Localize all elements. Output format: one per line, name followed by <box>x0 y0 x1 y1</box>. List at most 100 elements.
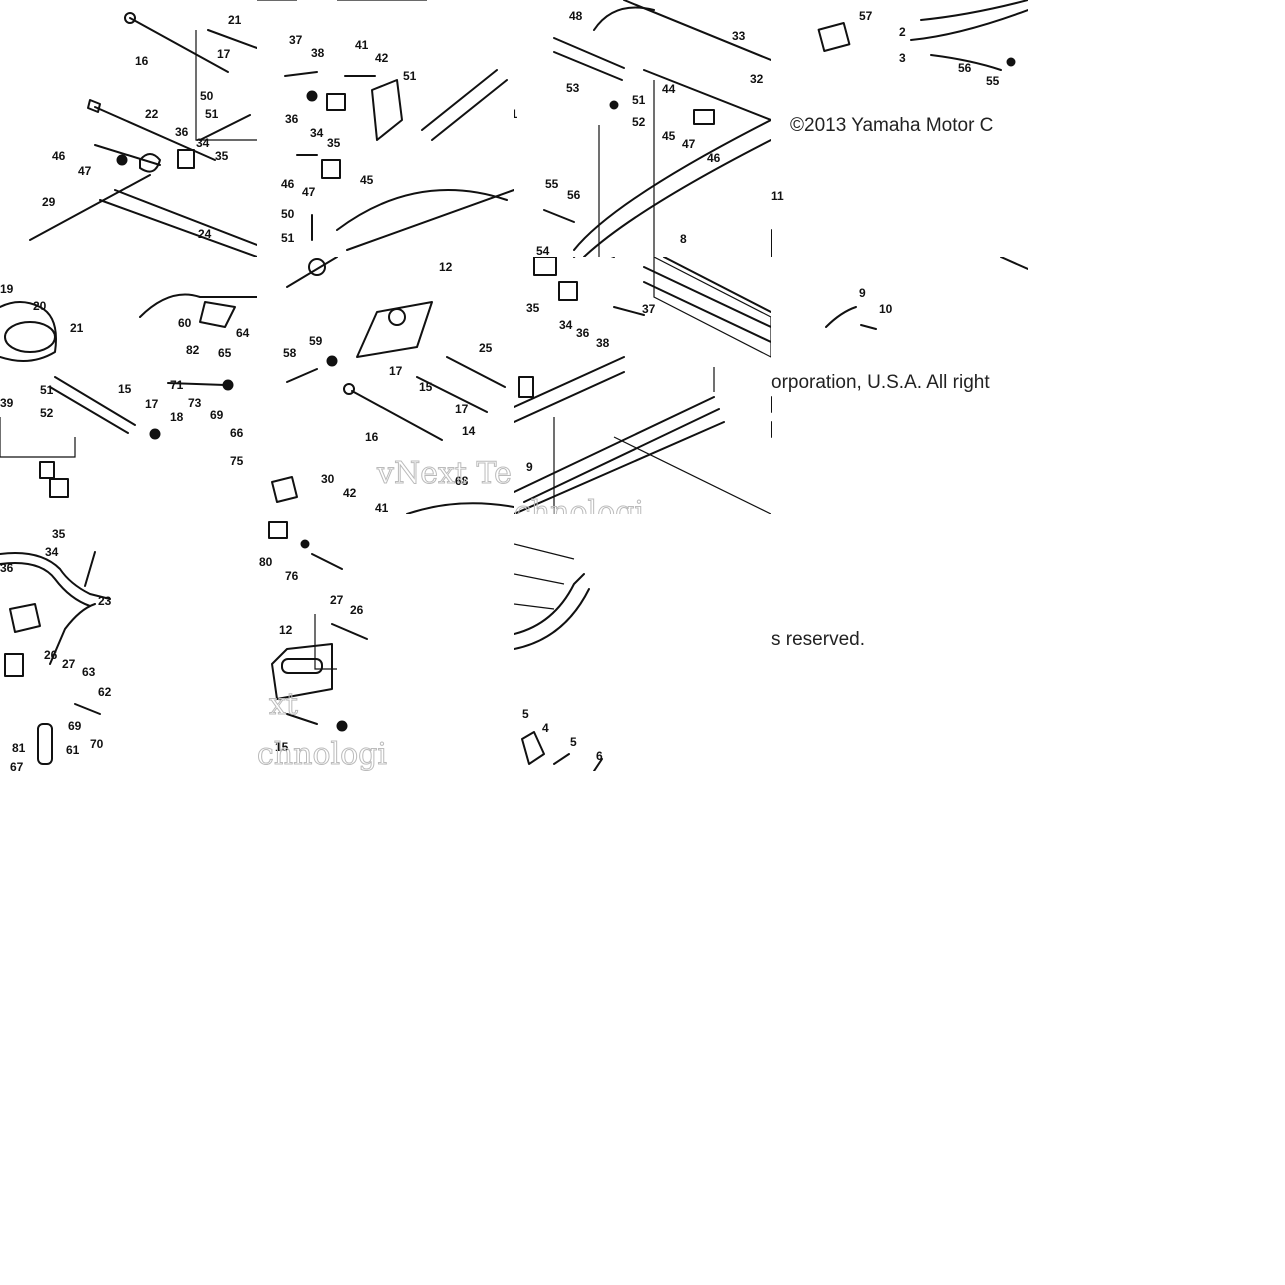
callout: 5 <box>522 707 529 721</box>
leader <box>613 436 771 514</box>
callout: 51 <box>403 69 417 83</box>
callout: 46 <box>52 149 66 163</box>
ski-edge <box>920 0 1028 21</box>
frame-rail <box>623 0 771 61</box>
tile-drawing: 9 10 7 <box>771 257 1028 438</box>
callout: 3 <box>899 51 906 65</box>
callout: 45 <box>360 173 374 187</box>
tile-drawing: 12 58 59 17 15 25 17 14 16 30 42 41 68 v… <box>271 257 514 514</box>
tube <box>431 79 508 141</box>
callout: 10 <box>879 302 893 316</box>
callout: 41 <box>355 38 369 52</box>
callout: 37 <box>289 33 303 47</box>
callout: 35 <box>52 527 66 541</box>
track-edge <box>514 588 590 650</box>
callout: 18 <box>170 410 184 424</box>
shaft <box>207 29 257 49</box>
track-section <box>653 257 771 358</box>
bolt <box>553 753 570 765</box>
shock-body <box>4 321 56 353</box>
bolt-head <box>124 12 136 24</box>
callout: 2 <box>899 25 906 39</box>
bolt-head <box>343 383 355 395</box>
callout: 26 <box>44 648 58 662</box>
callout: 20 <box>33 299 47 313</box>
diagram-tile-r2c1: 80 76 27 26 12 15 chnologi xt <box>257 514 514 771</box>
callout: 69 <box>68 719 82 733</box>
plate <box>346 189 514 251</box>
callout: 51 <box>281 231 295 245</box>
nut <box>222 379 234 391</box>
nut <box>116 154 128 166</box>
shaft <box>416 376 488 413</box>
strap <box>593 6 655 31</box>
callout: 65 <box>218 346 232 360</box>
rod <box>129 17 229 73</box>
bushing <box>268 521 288 539</box>
callout: 42 <box>375 51 389 65</box>
watermark: vNext Te <box>376 456 512 491</box>
tile-drawing: 57 2 3 56 55 11 <box>771 0 1028 257</box>
bolt <box>331 623 368 640</box>
rail <box>99 189 257 257</box>
bolt <box>94 144 161 166</box>
callout: 8 <box>680 232 687 246</box>
diagram-tile-r2c0: 35 34 36 23 26 27 63 62 81 61 69 70 67 <box>0 514 257 771</box>
bolt <box>593 758 603 771</box>
callout: 47 <box>302 185 316 199</box>
tile-drawing: 35 34 36 23 26 27 63 62 81 61 69 70 67 <box>0 527 112 771</box>
callout: 62 <box>98 685 112 699</box>
callout: 75 <box>230 454 244 468</box>
shaft <box>54 376 136 426</box>
bracket <box>518 376 534 398</box>
diagram-tile-r1c2: 79 35 34 36 38 37 54 9 chnologi <box>514 257 771 514</box>
callout: 34 <box>559 318 573 332</box>
rear-arm-bracket <box>271 643 333 700</box>
bushing <box>388 308 406 326</box>
callout: 55 <box>545 177 559 191</box>
callout: 14 <box>462 424 476 438</box>
link-rod <box>49 603 96 665</box>
bolt <box>286 713 318 725</box>
callout: 27 <box>62 657 76 671</box>
nut <box>149 428 161 440</box>
diagram-tile-r0c3: 57 2 3 56 55 11 <box>771 0 1028 257</box>
bracket <box>271 476 298 503</box>
callout: 6 <box>596 749 603 763</box>
bolt <box>284 71 318 77</box>
long-rod <box>351 390 443 441</box>
diagram-tile-r1c3: 9 10 7 <box>771 257 1028 514</box>
diagram-tile-r0c2: 48 53 44 51 52 45 47 46 55 56 54 8 43 47… <box>514 0 771 257</box>
tile-drawing: 80 76 27 26 12 15 chnologi xt <box>257 521 387 771</box>
callout: 15 <box>419 380 433 394</box>
diagram-tile-r2c2: 5 4 5 6 <box>514 514 771 771</box>
callout: 35 <box>526 301 540 315</box>
tile-drawing: 48 53 44 51 52 45 47 46 55 56 54 8 43 47… <box>514 0 771 257</box>
guide-block <box>533 257 557 276</box>
leader-frame <box>314 614 337 670</box>
mount-bracket <box>371 79 403 141</box>
diagram-tile-r0c0: 16 21 17 50 51 22 36 34 35 46 47 29 24 <box>0 0 257 257</box>
slide-rail <box>573 119 771 251</box>
callout: 46 <box>281 177 295 191</box>
cable <box>29 174 151 241</box>
stabilizer-bar <box>139 293 257 318</box>
callout: 24 <box>198 227 212 241</box>
callout: 27 <box>330 593 344 607</box>
tile-drawing: 79 35 34 36 38 37 54 9 chnologi <box>514 257 771 514</box>
callout: 66 <box>230 426 244 440</box>
callout: 67 <box>10 760 24 771</box>
shaft <box>446 356 506 388</box>
rubber-block <box>558 281 578 301</box>
callout: 71 <box>170 378 184 392</box>
cross-tube <box>553 51 623 81</box>
callout: 59 <box>309 334 323 348</box>
callout: 35 <box>215 149 229 163</box>
callout: 54 <box>536 244 550 257</box>
wear-bar <box>930 54 1002 71</box>
copyright-text: s reserved. <box>771 629 865 650</box>
torsion-spring <box>308 258 326 276</box>
shock-mount <box>0 301 57 362</box>
callout: 47 <box>78 164 92 178</box>
callout: 63 <box>82 665 96 679</box>
